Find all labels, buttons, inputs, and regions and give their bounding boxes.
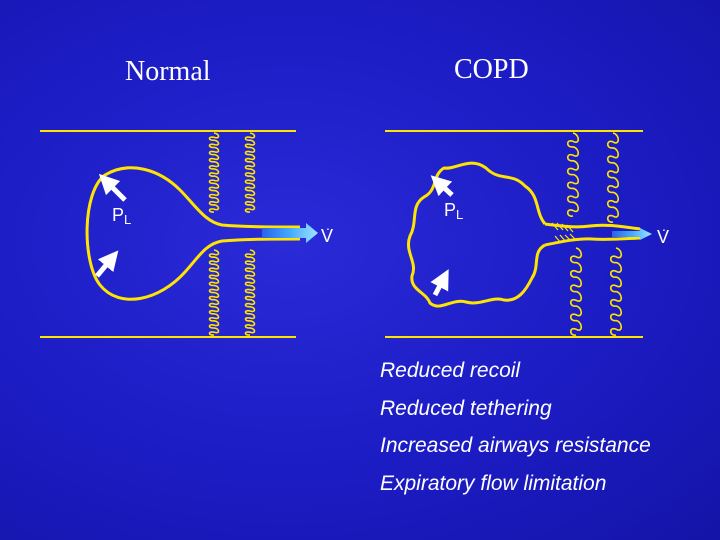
normal-alveolus-outline — [85, 166, 301, 301]
tether-spring — [244, 249, 256, 336]
copd-findings-list: Reduced recoil Reduced tethering Increas… — [380, 352, 651, 502]
pressure-symbol: P — [444, 200, 457, 220]
finding-item: Increased airways resistance — [380, 434, 651, 457]
tether-spring — [208, 249, 220, 336]
normal-tether-springs — [208, 132, 256, 336]
copd-alveolus-outline — [407, 161, 547, 308]
flow-dot: . — [326, 217, 330, 233]
copd-recoil-arrow-bottom — [430, 269, 449, 297]
normal-recoil-arrow-top — [98, 173, 127, 202]
normal-recoil-arrow-bottom — [95, 250, 119, 278]
pressure-symbol: P — [112, 205, 125, 225]
normal-flow-arrow — [262, 223, 318, 243]
title-normal: Normal — [125, 56, 211, 87]
finding-item: Reduced tethering — [380, 396, 552, 420]
copd-narrow-airway — [544, 222, 641, 231]
copd-airway-wall-hatch — [551, 222, 577, 244]
title-copd: COPD — [454, 54, 529, 85]
tether-spring — [208, 132, 220, 213]
copd-flow-arrow — [612, 228, 652, 240]
pressure-subscript: L — [124, 212, 132, 227]
copd-tether-springs — [566, 132, 623, 336]
tether-spring — [566, 132, 580, 217]
tether-spring — [244, 132, 256, 213]
flow-symbol: V — [657, 227, 670, 247]
tether-spring — [609, 247, 623, 336]
normal-pressure-label: PL — [112, 205, 131, 227]
pressure-subscript: L — [456, 207, 464, 222]
flow-dot: . — [662, 218, 666, 234]
copd-narrow-airway-lower — [544, 236, 641, 247]
copd-pressure-label: PL — [444, 200, 463, 222]
copd-recoil-arrow-top — [430, 175, 454, 197]
normal-flow-label: .V — [321, 217, 334, 247]
finding-item: Expiratory flow limitation — [380, 471, 607, 495]
copd-flow-label: .V — [657, 218, 670, 248]
flow-symbol: V — [321, 226, 334, 246]
finding-item: Reduced recoil — [380, 359, 521, 382]
tether-spring — [569, 247, 583, 336]
tether-spring — [606, 132, 620, 223]
